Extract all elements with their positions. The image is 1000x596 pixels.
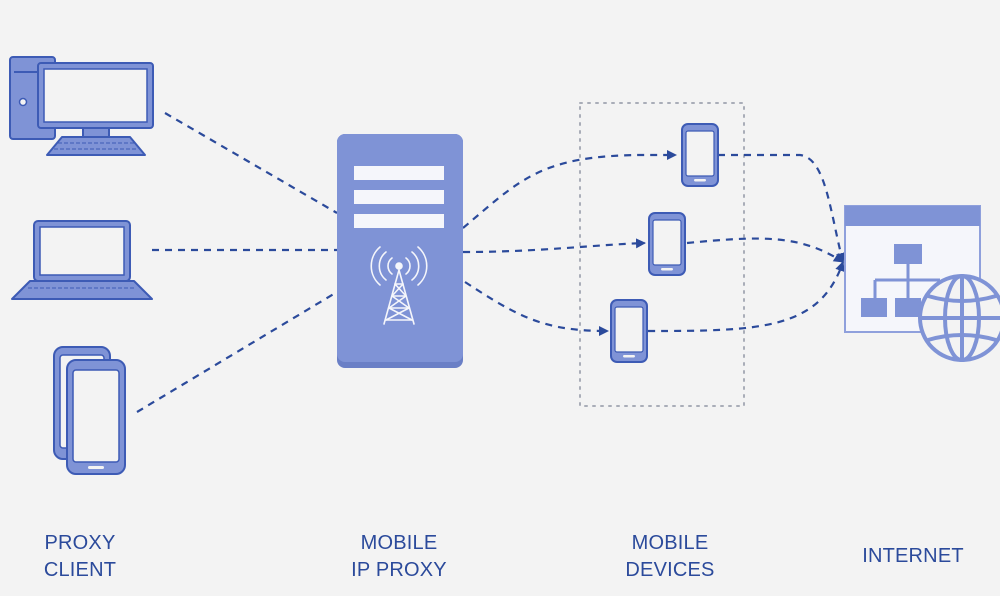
- label-proxy-client-line-1: PROXY: [44, 532, 116, 554]
- smartphone-icon-bottom: [610, 299, 648, 363]
- label-mobile-devices-line-2: DEVICES: [625, 559, 715, 581]
- desktop-computer-icon: [9, 56, 154, 156]
- connection-proxy-to-device-top: [462, 150, 677, 229]
- label-internet-line-1: INTERNET: [862, 545, 964, 567]
- connection-proxy-to-device-bottom: [464, 281, 609, 336]
- smartphones-icon: [53, 346, 126, 475]
- laptop-icon: [11, 220, 153, 300]
- label-mobile-ip-proxy-line-1: MOBILE: [360, 532, 438, 554]
- label-mobile-ip-proxy: MOBILE IP PROXY: [329, 530, 469, 584]
- connection-phones-to-proxy: [136, 291, 338, 413]
- connection-device-top-to-internet: [718, 153, 846, 263]
- label-proxy-client-line-2: CLIENT: [43, 559, 117, 581]
- label-proxy-client: PROXY CLIENT: [20, 530, 140, 584]
- connection-desktop-to-proxy: [164, 112, 338, 214]
- devices-to-internet-connections: [647, 153, 846, 333]
- label-internet: INTERNET: [843, 543, 983, 570]
- connection-proxy-to-device-middle: [462, 238, 646, 254]
- mobile-devices-group-border: [579, 102, 745, 407]
- client-to-proxy-connections: [136, 112, 338, 413]
- label-mobile-ip-proxy-line-2: IP PROXY: [351, 559, 447, 581]
- connection-device-middle-to-internet: [686, 237, 844, 263]
- server-icon: [337, 134, 463, 368]
- cell-tower-icon: [370, 246, 428, 325]
- label-mobile-devices-line-1: MOBILE: [631, 532, 709, 554]
- proxy-to-devices-connections: [462, 150, 677, 336]
- smartphone-icon-middle: [648, 212, 686, 276]
- smartphone-icon-top: [681, 123, 719, 187]
- label-mobile-devices: MOBILE DEVICES: [600, 530, 740, 584]
- connection-device-bottom-to-internet: [647, 261, 845, 333]
- globe-icon: [918, 274, 1000, 362]
